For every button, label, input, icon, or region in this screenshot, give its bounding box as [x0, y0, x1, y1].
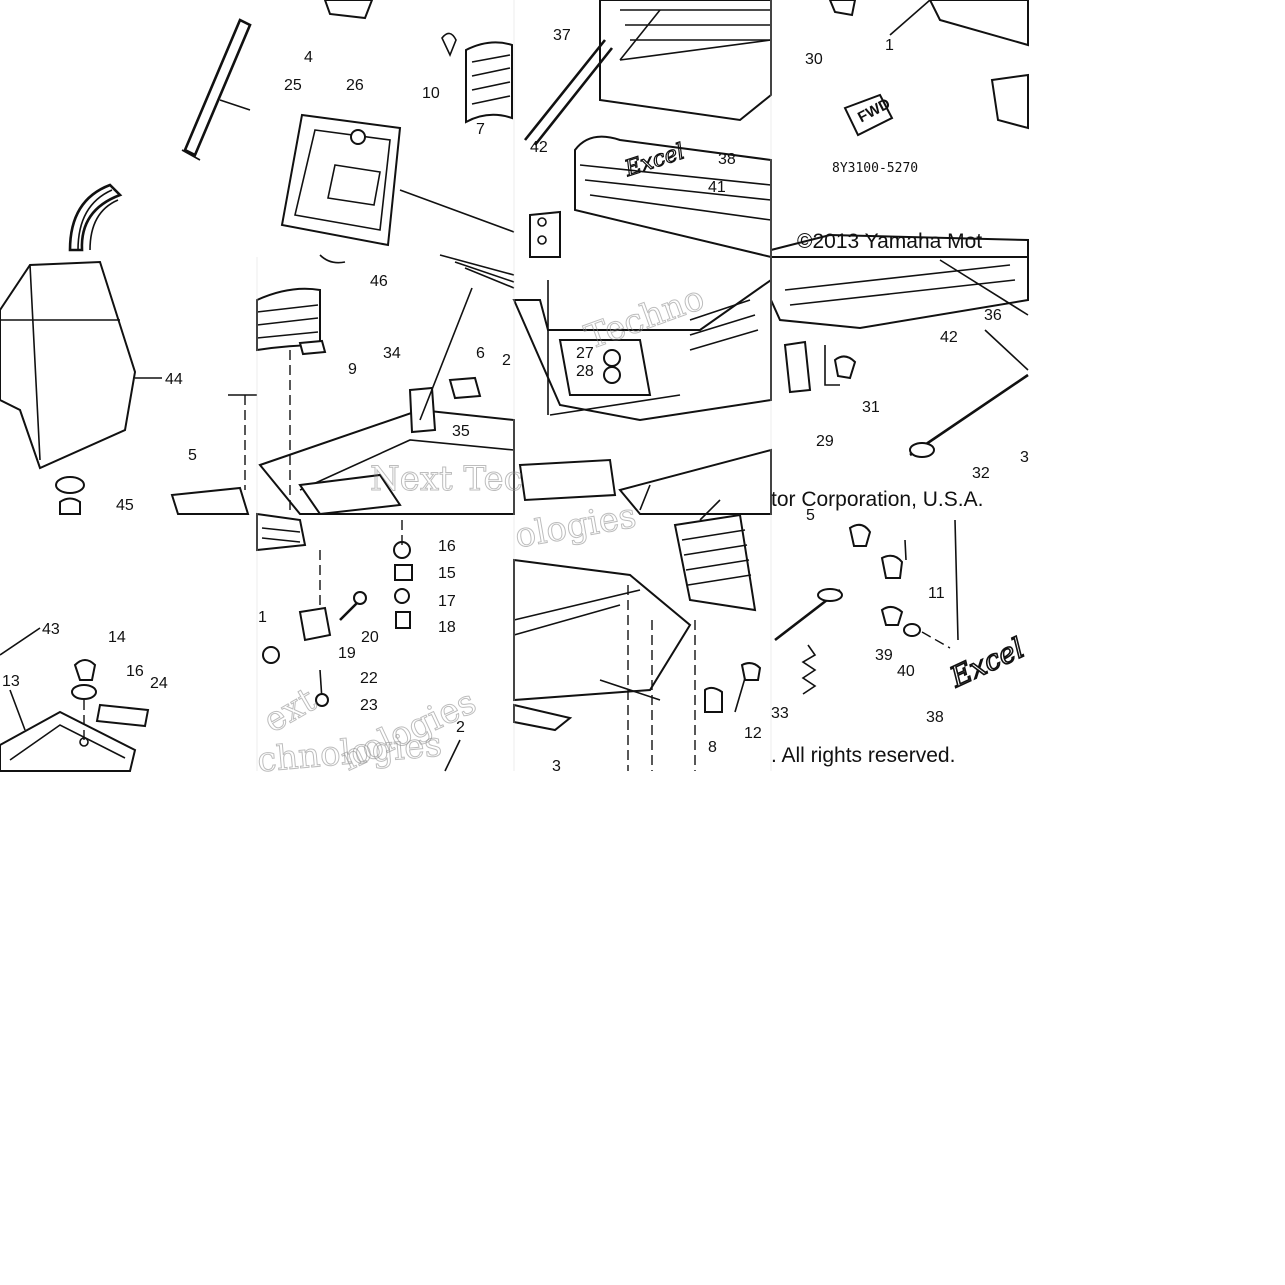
- part-number: 11: [928, 585, 945, 602]
- part-number: 6: [476, 345, 485, 362]
- part-number-labels: 4 25 26 10 7 37 42 38 41 30 1 46 44 9 34…: [2, 27, 1029, 775]
- part-number: 35: [452, 423, 470, 440]
- watermark-text: Next Tec: [370, 459, 523, 499]
- part-number: 26: [346, 77, 364, 94]
- part-number: 3: [1020, 449, 1029, 466]
- tile-1: [68, 18, 252, 252]
- tile-borders: [256, 0, 772, 771]
- watermark-text: ext: [257, 680, 323, 741]
- part-number: 5: [806, 507, 815, 524]
- part-number: 18: [438, 619, 456, 636]
- part-number: 37: [553, 27, 571, 44]
- part-number: 42: [530, 139, 548, 156]
- part-number: 2: [502, 352, 511, 369]
- part-number: 22: [360, 670, 378, 687]
- part-number: 33: [771, 705, 789, 722]
- part-number: 39: [875, 647, 893, 664]
- part-number: 9: [348, 361, 357, 378]
- part-number: 31: [862, 399, 880, 416]
- part-number: 40: [897, 663, 915, 680]
- part-number: 41: [708, 179, 726, 196]
- part-number: 8: [708, 739, 717, 756]
- part-number: 3: [552, 758, 561, 775]
- part-number: 17: [438, 593, 456, 610]
- part-number: 12: [744, 725, 762, 742]
- part-number: 30: [805, 51, 823, 68]
- part-number: 4: [304, 49, 313, 66]
- copyright-bottom: . All rights reserved.: [771, 744, 955, 767]
- part-number: 43: [42, 621, 60, 638]
- part-number: 19: [338, 645, 356, 662]
- part-number: 46: [370, 273, 388, 290]
- part-number: 45: [116, 497, 134, 514]
- part-number: 1: [258, 609, 267, 626]
- part-number: 7: [476, 121, 485, 138]
- tile-12: [774, 519, 959, 695]
- copyright-top: ©2013 Yamaha Mot: [797, 230, 982, 253]
- tile-10: [256, 512, 461, 772]
- part-number: 25: [284, 77, 302, 94]
- tile-6: [256, 254, 515, 516]
- part-number: 16: [438, 538, 456, 555]
- excel-logo-text-2: Excel: [944, 631, 1029, 694]
- part-number: 24: [150, 675, 168, 692]
- part-number: 38: [926, 709, 944, 726]
- tile-8: [770, 256, 1029, 458]
- tile-2: [280, 0, 515, 264]
- watermark-text: ologies: [512, 496, 639, 557]
- part-number: 32: [972, 465, 990, 482]
- part-number: 2: [456, 719, 465, 736]
- part-number: 13: [2, 673, 20, 690]
- part-number: 29: [816, 433, 834, 450]
- part-number: 16: [126, 663, 144, 680]
- tile-3: [523, 0, 772, 259]
- tile-5: [0, 260, 257, 515]
- part-number: 1: [885, 37, 894, 54]
- part-number: 5: [188, 447, 197, 464]
- part-number: 14: [108, 629, 126, 646]
- part-number: 28: [576, 363, 594, 380]
- part-number: 27: [576, 345, 594, 362]
- part-number: 36: [984, 307, 1002, 324]
- part-number: 34: [383, 345, 401, 362]
- tile-9: [0, 627, 150, 772]
- copyright-middle: tor Corporation, U.S.A.: [771, 488, 983, 511]
- part-number: 38: [718, 151, 736, 168]
- tile-4: [770, 0, 1029, 258]
- part-number: 15: [438, 565, 456, 582]
- part-number: 20: [361, 629, 379, 646]
- tile-11: [513, 484, 762, 771]
- part-number: 10: [422, 85, 440, 102]
- part-number: 23: [360, 697, 378, 714]
- tile-7: [512, 278, 772, 515]
- part-code: 8Y3100-5270: [832, 161, 918, 176]
- part-number: 42: [940, 329, 958, 346]
- part-number: 44: [165, 371, 183, 388]
